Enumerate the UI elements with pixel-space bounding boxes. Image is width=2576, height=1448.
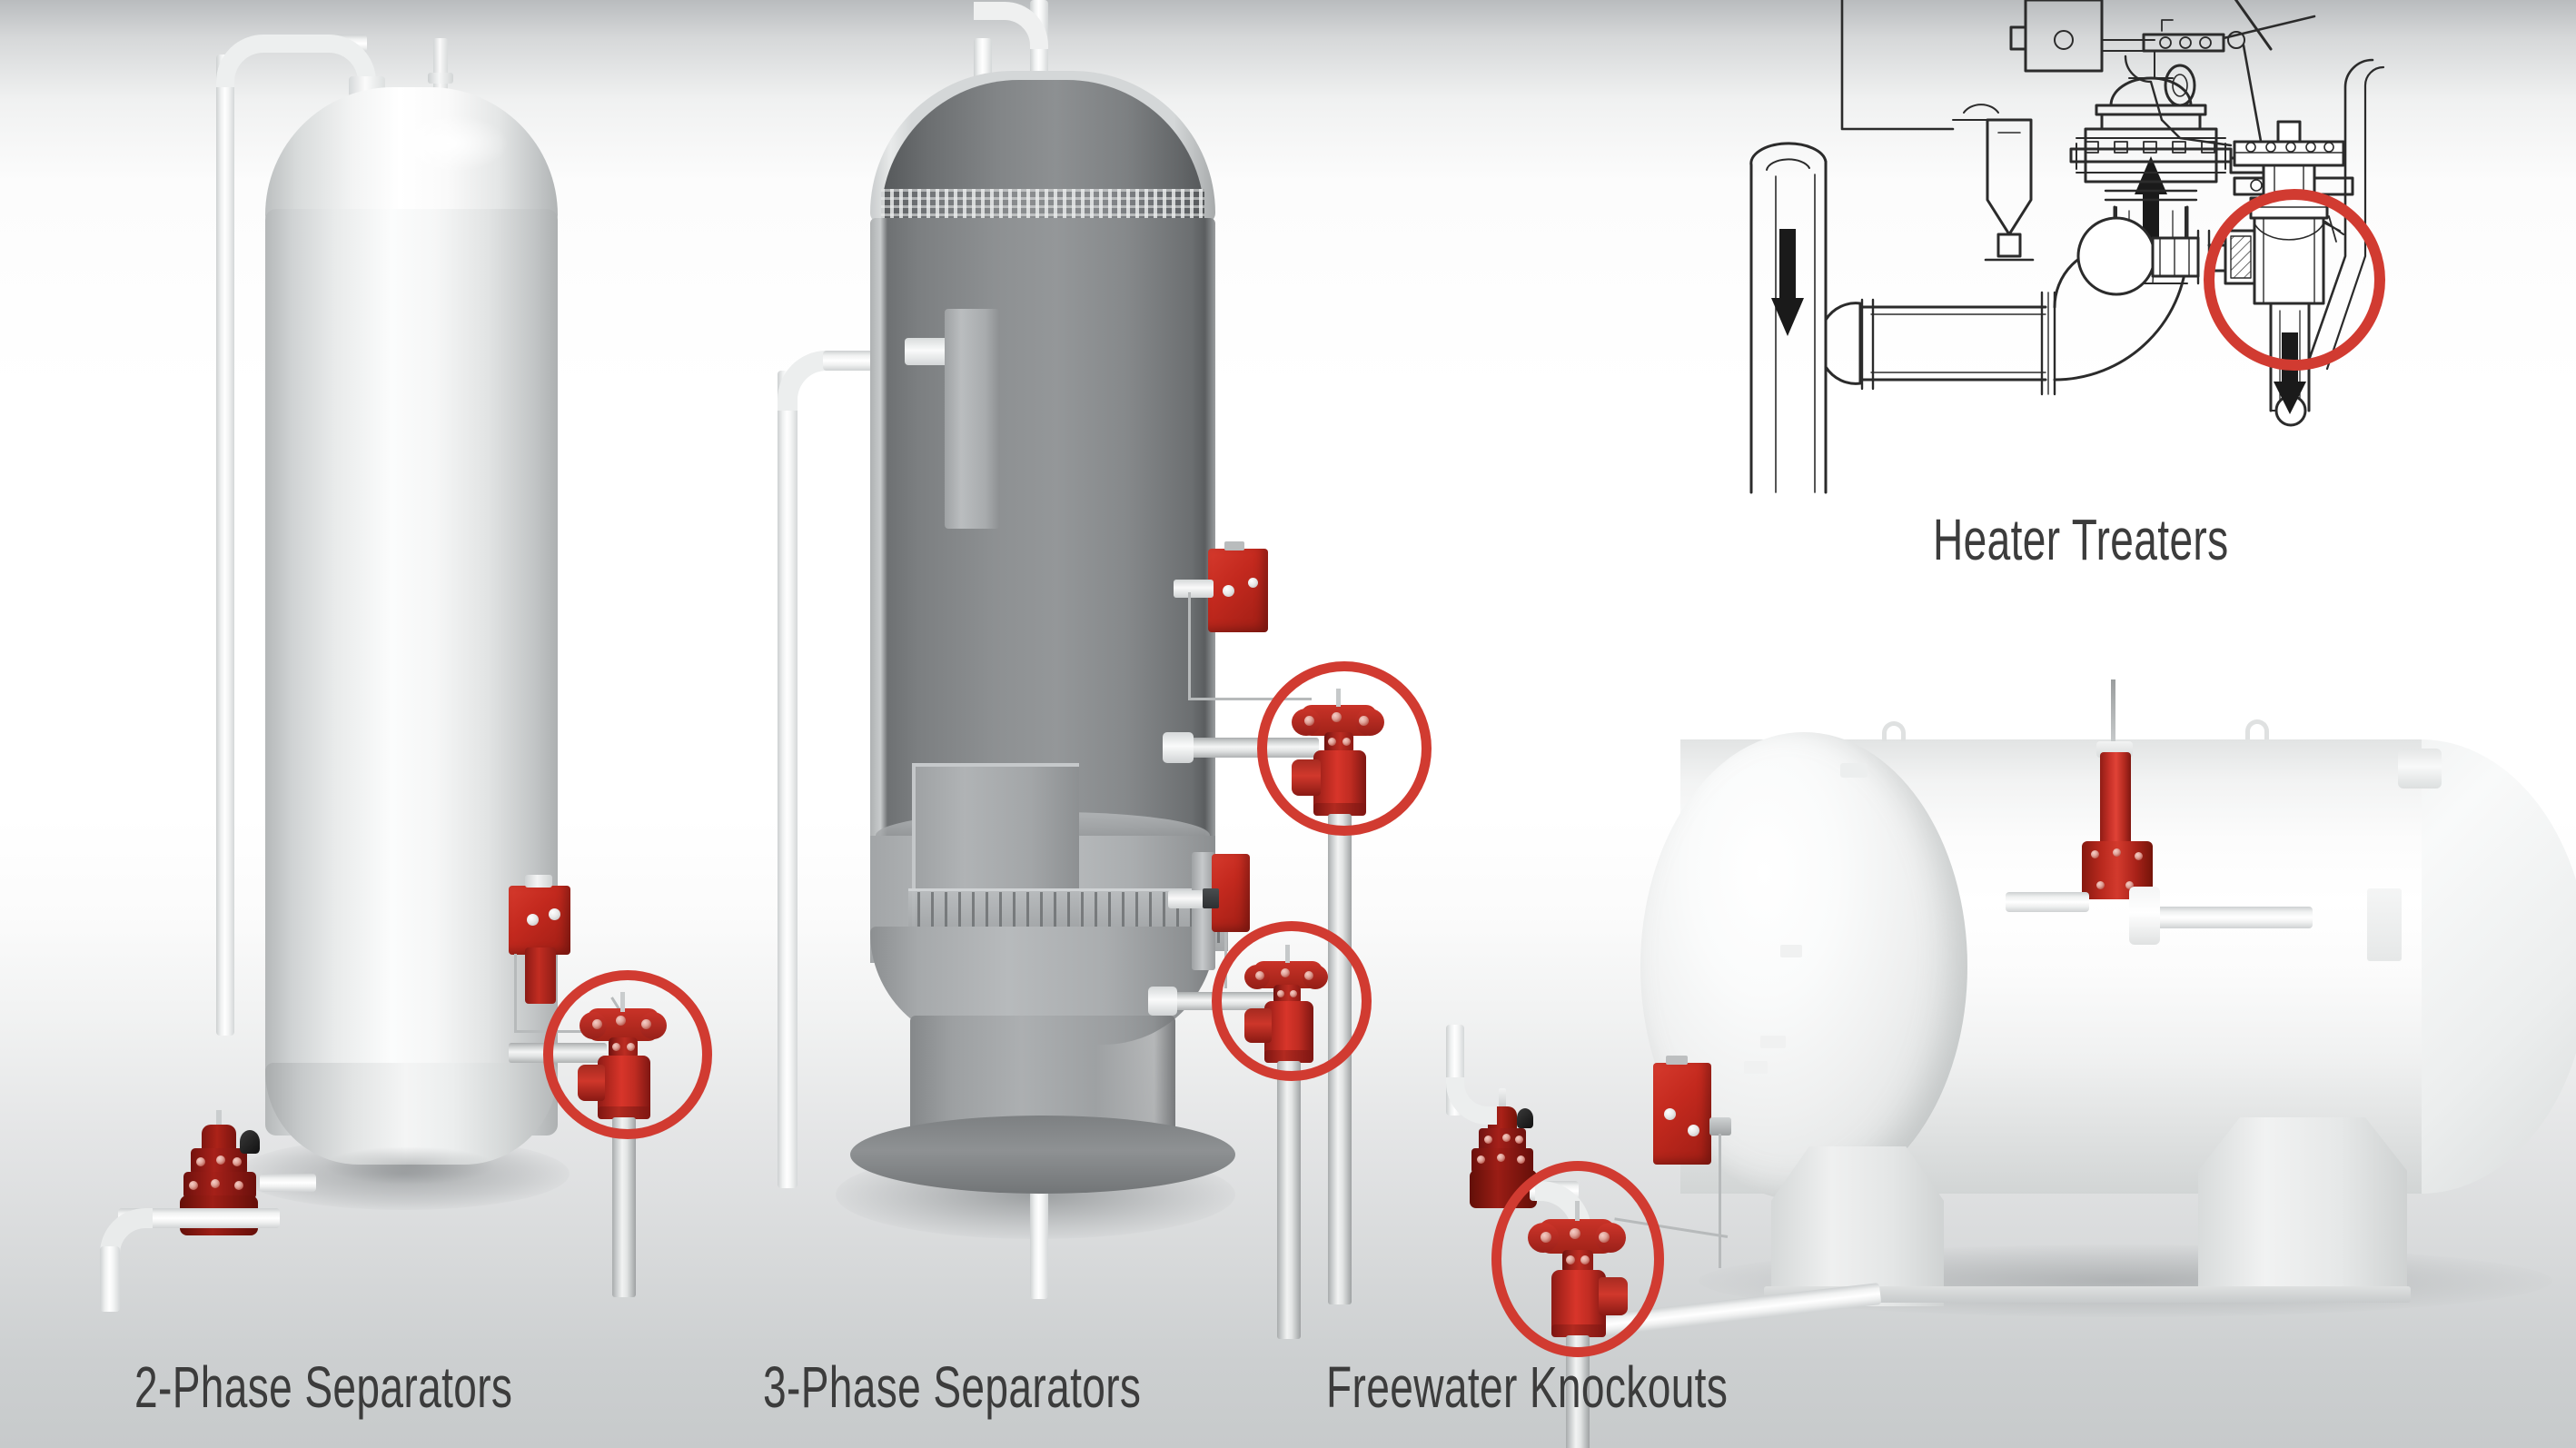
drain-bolt-1 xyxy=(1484,1136,1492,1144)
regulator-gauge xyxy=(240,1130,260,1154)
freewater-knockout-group: Freewater Knockouts xyxy=(1326,672,2576,1448)
side-pad-1 xyxy=(1780,945,1802,957)
lifting-lug-1 xyxy=(1882,721,1906,741)
three-phase-separator-label: 3-Phase Separators xyxy=(763,1354,1142,1420)
drain-bolt-6 xyxy=(1517,1155,1525,1164)
vessel-shell xyxy=(265,209,558,1136)
top-nozzle-pipe-right xyxy=(2155,907,2313,928)
saddle-support-far xyxy=(2198,1117,2407,1295)
drain-valve-gauge xyxy=(1517,1108,1533,1128)
relief-pipe-vertical-left xyxy=(216,55,234,1036)
heater-treater-valve-highlight-circle xyxy=(2204,189,2385,371)
fwko-controller-dot-1 xyxy=(1664,1108,1676,1120)
saddle-support-near xyxy=(1771,1146,1944,1306)
vessel-bottom-dome xyxy=(265,1063,558,1165)
pressure-regulator-assembly[interactable] xyxy=(163,1110,282,1237)
fwko-sense-line-vertical xyxy=(1719,1134,1721,1268)
drain-valve-stem xyxy=(1499,1088,1506,1110)
dump-valve-highlight-circle xyxy=(543,970,712,1139)
side-pad-2 xyxy=(1760,1036,1786,1048)
fwko-controller-dot-2 xyxy=(1688,1125,1699,1136)
gate-valve-bolt-3 xyxy=(2135,852,2143,860)
dump-valve-outlet-pipe xyxy=(612,1117,636,1297)
oil-sense-line-horizontal xyxy=(1188,698,1312,700)
liquid-level-controller[interactable] xyxy=(509,886,570,955)
water-outlet-flange xyxy=(1148,987,1177,1016)
skirt-base-plate xyxy=(850,1116,1235,1194)
freewater-knockouts-label: Freewater Knockouts xyxy=(1326,1354,1729,1420)
oil-dump-valve-highlight-circle xyxy=(1257,661,1432,836)
gate-valve-bolt-4 xyxy=(2096,881,2105,889)
oil-level-controller[interactable] xyxy=(1208,549,1268,632)
gate-valve-bolt-5 xyxy=(2125,881,2134,889)
top-gate-valve-assembly[interactable] xyxy=(2060,679,2178,899)
regulator-to-vessel-pipe xyxy=(260,1174,316,1192)
regulator-bolt-5 xyxy=(211,1179,220,1188)
two-phase-separator-group: 2-Phase Separators xyxy=(0,0,712,1420)
regulator-stem xyxy=(216,1110,222,1128)
vessel-dome-specular xyxy=(391,114,509,173)
regulator-bolt-6 xyxy=(234,1181,243,1190)
gate-valve-bolt-2 xyxy=(2113,848,2121,857)
oil-controller-dot-1 xyxy=(1223,585,1234,597)
interface-controller-bracket xyxy=(1192,852,1215,970)
two-phase-separator-label: 2-Phase Separators xyxy=(134,1354,513,1420)
heater-treaters-label: Heater Treaters xyxy=(1933,507,2229,572)
fwko-dump-valve-highlight-circle xyxy=(1491,1161,1664,1357)
drain-bolt-4 xyxy=(1477,1155,1485,1164)
controller-neck xyxy=(525,947,556,1004)
drain-bolt-2 xyxy=(1502,1134,1511,1142)
regulator-bolt-1 xyxy=(196,1157,205,1166)
gate-valve-bolt-1 xyxy=(2091,850,2099,858)
regulator-bolt-2 xyxy=(216,1155,225,1165)
interface-controller-nozzle xyxy=(1168,890,1206,908)
oil-outlet-flange xyxy=(1163,732,1194,763)
oil-controller-nozzle xyxy=(1174,580,1214,598)
heater-treater-group: Heater Treaters xyxy=(1726,0,2416,601)
oil-controller-dot-2 xyxy=(1248,578,1258,588)
oil-controller-top-tab xyxy=(1224,541,1244,550)
gate-valve-stem xyxy=(2111,679,2115,745)
water-dump-valve-highlight-circle xyxy=(1212,921,1372,1081)
controller-top-cap xyxy=(525,875,552,888)
vent-stack-collar-1 xyxy=(428,73,453,84)
lifting-lug-2 xyxy=(2245,719,2269,739)
drain-bolt-5 xyxy=(1497,1154,1505,1162)
gate-valve-bonnet xyxy=(2100,752,2131,858)
regulator-dome xyxy=(202,1125,236,1152)
fwko-controller-top-tab xyxy=(1666,1056,1688,1065)
pneumatic-sense-line-vertical xyxy=(514,954,517,1032)
water-valve-outlet-pipe xyxy=(1277,1061,1301,1339)
top-nozzle-pad-1 xyxy=(1840,763,1868,778)
top-nozzle-pad-2 xyxy=(2398,749,2442,788)
top-nozzle-flange xyxy=(2129,887,2160,945)
controller-indicator-dot-1 xyxy=(527,914,539,926)
fwko-level-controller[interactable] xyxy=(1653,1063,1711,1165)
side-pad-4 xyxy=(2367,888,2402,961)
top-nozzle-pipe-left xyxy=(2006,892,2089,912)
side-pad-3 xyxy=(1744,1061,1768,1074)
controller-indicator-dot-2 xyxy=(549,908,560,920)
drain-bolt-3 xyxy=(1515,1136,1523,1144)
oil-sense-line-vertical xyxy=(1188,592,1191,699)
regulator-bolt-4 xyxy=(189,1181,198,1190)
fwko-controller-coupling xyxy=(1709,1117,1731,1136)
inlet-pipe-horizontal xyxy=(118,1208,280,1228)
interface-controller-coupling xyxy=(1203,888,1219,908)
inlet-pipe-vertical xyxy=(100,1246,120,1312)
three-phase-separator-group: 3-Phase Separators xyxy=(763,0,1591,1420)
bottom-outlet-shadow xyxy=(323,1146,496,1185)
internal-downcomer xyxy=(945,309,999,529)
regulator-bolt-3 xyxy=(233,1157,242,1166)
left-bypass-pipe-vertical xyxy=(778,371,798,1188)
saddle-base-rail xyxy=(1764,1286,2411,1303)
